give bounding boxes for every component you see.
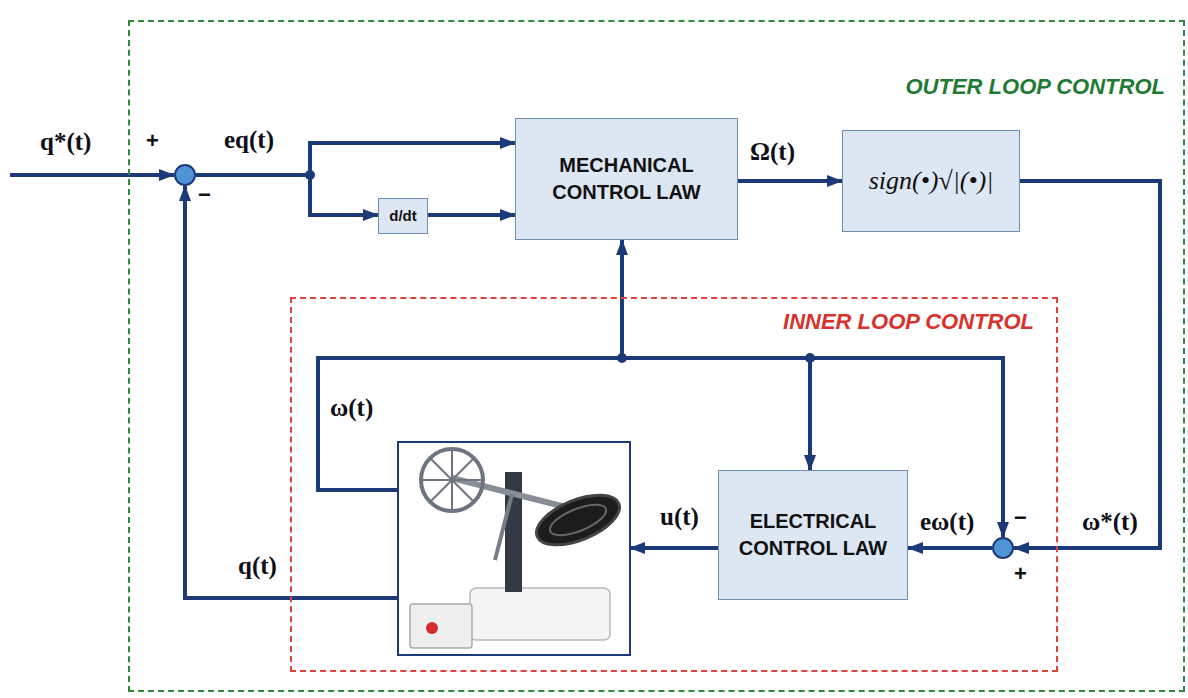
signal-name: ω*(t) [1082, 508, 1138, 536]
main-rotor-hub [546, 499, 610, 542]
control-block: sign(•)√|(•)| [842, 130, 1020, 232]
junction-circle [993, 538, 1013, 558]
signal-name: q*(t) [40, 128, 91, 156]
region-title: OUTER LOOP CONTROL [905, 74, 1165, 100]
control-block: MECHANICAL CONTROL LAW [515, 118, 738, 240]
tail-rotor-spokes [421, 449, 483, 511]
plant-base [470, 588, 610, 640]
junction-shape [992, 537, 1014, 559]
control-input-wire [630, 546, 718, 550]
speed-branch-wire [620, 240, 624, 358]
plant-frame [398, 442, 630, 655]
signal-arrow [908, 546, 992, 550]
tail-rotor [421, 449, 483, 511]
junction-shape [174, 164, 196, 186]
branch-dot [805, 353, 815, 363]
signal-arrow [1014, 181, 1160, 548]
control-block: ELECTRICAL CONTROL LAW [718, 470, 908, 600]
summing-junction: +− [174, 164, 196, 186]
block-label: d/dt [383, 206, 423, 226]
branch-dot [617, 353, 627, 363]
signal-name: eq(t) [224, 126, 274, 154]
signal-name: Ω(t) [750, 138, 795, 166]
region-title: INNER LOOP CONTROL [783, 309, 1034, 335]
speed-branch-wire [808, 358, 812, 470]
summing-junction: −+ [992, 537, 1014, 559]
control-unit [410, 604, 472, 648]
signal-arrow [428, 213, 515, 217]
block-label: ELECTRICAL CONTROL LAW [719, 508, 907, 562]
sign-mark: + [146, 128, 159, 154]
sign-mark: + [1014, 561, 1027, 587]
control-block: d/dt [378, 198, 428, 234]
reference-input-wire [10, 173, 174, 177]
loop-region: OUTER LOOP CONTROL+−d/dtMECHANICAL CONTR… [128, 20, 1185, 692]
signal-arrow [738, 179, 842, 183]
signal-name: q(t) [238, 552, 277, 580]
sign-mark: − [198, 182, 211, 208]
sign-mark: − [1014, 505, 1027, 531]
stop-button [426, 622, 438, 634]
plant-counterweight [495, 494, 512, 560]
block-label: MECHANICAL CONTROL LAW [516, 152, 737, 206]
junction-circle [175, 165, 195, 185]
loop-region: INNER LOOP CONTROL ELECTRICAL CONTROL LAW… [290, 297, 1058, 672]
nonlinearity-label: sign(•)√|(•)| [863, 166, 1000, 196]
signal-name: ω(t) [330, 394, 373, 422]
signal-name: eω(t) [920, 508, 974, 536]
main-rotor [530, 485, 627, 555]
signal-arrow [196, 175, 378, 215]
signal-name: u(t) [660, 503, 699, 531]
